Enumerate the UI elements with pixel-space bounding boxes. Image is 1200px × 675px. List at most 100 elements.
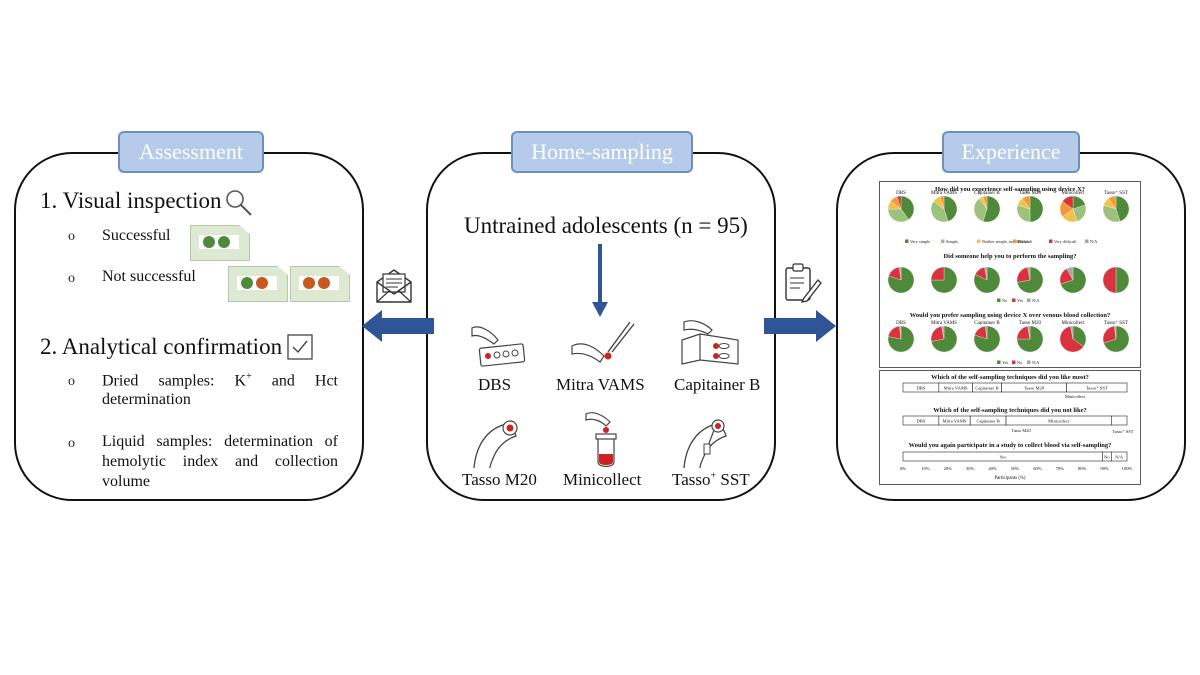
axis-tick-label: 90% bbox=[1100, 466, 1109, 471]
legend-swatch bbox=[1027, 298, 1031, 302]
dbs-card-icon bbox=[471, 326, 526, 367]
pie-slice bbox=[1027, 266, 1031, 281]
bar-label: No bbox=[1104, 454, 1110, 459]
magnifier-icon bbox=[226, 190, 252, 216]
legend-label: Neither simple, nor difficult bbox=[982, 239, 1030, 245]
pie-slice bbox=[930, 266, 945, 281]
pie-slice bbox=[1016, 204, 1031, 223]
dried-samples-text: Dried samples: K+ and Hct bbox=[102, 371, 338, 390]
pie-slice bbox=[1060, 266, 1087, 294]
axis-tick-label: 10% bbox=[921, 466, 930, 471]
legend-label: Yes bbox=[1002, 360, 1008, 365]
legend-swatch bbox=[997, 298, 1001, 302]
legend-label: Difficult bbox=[1018, 239, 1033, 244]
bar-label: Capitainer B bbox=[976, 418, 999, 423]
legend-swatch bbox=[1085, 239, 1089, 243]
percent-axis: 0%10%20%30%40%50%60%70%80%90%100%Partici… bbox=[900, 466, 1133, 481]
question-not-like: Which of the self-sampling techniques di… bbox=[933, 407, 1087, 414]
question-help: Did someone help you to perform the samp… bbox=[943, 253, 1076, 260]
device-label: Capitainer B bbox=[974, 191, 1000, 196]
device-label: DBS bbox=[896, 191, 906, 196]
pie-slice bbox=[900, 195, 915, 220]
bar-label: N/A bbox=[1115, 454, 1124, 459]
pie-slice bbox=[982, 195, 988, 210]
pie-slice bbox=[1072, 325, 1087, 347]
device-label: Tasso⁺ SST bbox=[1104, 190, 1128, 196]
bar-label: Tasso⁺ SST bbox=[1086, 385, 1108, 390]
tasso-sst-icon bbox=[683, 419, 727, 469]
pie-slice bbox=[896, 195, 902, 210]
right-arrow bbox=[764, 310, 836, 342]
assessment-panel bbox=[14, 152, 364, 501]
experience-survey-figure: How did you experience self-sampling usi… bbox=[879, 181, 1141, 485]
device-label-dbs: DBS bbox=[478, 375, 512, 394]
visual-inspection-heading: 1. Visual inspection bbox=[40, 188, 222, 213]
legend-label: Yes bbox=[1017, 298, 1023, 303]
pie-slice bbox=[930, 201, 949, 223]
bullet: o bbox=[68, 229, 75, 244]
legend-label: No bbox=[1017, 360, 1022, 365]
capitainer-icon bbox=[681, 320, 739, 365]
legend-label: N/A bbox=[1090, 239, 1097, 244]
axis-tick-label: 20% bbox=[944, 466, 953, 471]
callout-label: Minicollect bbox=[1065, 394, 1086, 399]
analytical-confirmation-heading: 2. Analytical confirmation bbox=[40, 334, 283, 359]
experience-badge: Experience bbox=[942, 131, 1080, 173]
device-label: Mitra VAMS bbox=[931, 321, 957, 326]
bar-label: Mitra VAMS bbox=[943, 418, 967, 423]
legend-swatch bbox=[1013, 239, 1017, 243]
not-successful-label: Not successful bbox=[102, 268, 196, 285]
device-label: Minicollect bbox=[1061, 191, 1085, 196]
question-participate-again: Would you again participate in a study t… bbox=[909, 442, 1112, 449]
pie-slice bbox=[1066, 266, 1074, 281]
question-experience: How did you experience self-sampling usi… bbox=[935, 186, 1085, 193]
pie-slice bbox=[887, 208, 909, 223]
failed-sample-card bbox=[290, 266, 350, 302]
bar-label: DBS bbox=[916, 418, 925, 423]
population-label: Untrained adolescents (n = 95) bbox=[464, 213, 748, 238]
legend-label: Very simple bbox=[910, 239, 930, 244]
callout-label: Tasso⁺ SST bbox=[1113, 429, 1134, 434]
assessment-badge: Assessment bbox=[118, 131, 264, 173]
bar-label: DBS bbox=[916, 385, 925, 390]
left-arrow bbox=[362, 310, 434, 342]
pie-charts: DBS Mitra VAMS Capitainer B Tasso M20 Minico… bbox=[887, 190, 1130, 353]
axis-tick-label: 30% bbox=[966, 466, 975, 471]
bar-label: Yes bbox=[999, 454, 1006, 459]
legend-label: N/A bbox=[1032, 298, 1039, 303]
legend-label: N/A bbox=[1032, 360, 1039, 365]
bar-label: Mitra VAMS bbox=[944, 385, 968, 390]
pie-slice bbox=[1102, 204, 1121, 223]
device-label-capitainer: Capitainer B bbox=[674, 375, 761, 394]
failed-sample-card bbox=[228, 266, 288, 302]
pie-slice bbox=[943, 195, 958, 222]
pie-slice bbox=[1029, 195, 1044, 223]
clipboard-pen-icon bbox=[785, 263, 822, 303]
pie-slice bbox=[985, 325, 988, 340]
bar-segment bbox=[1111, 415, 1128, 426]
pie-slice bbox=[941, 325, 945, 340]
device-label: Mitra VAMS bbox=[931, 191, 957, 196]
axis-tick-label: 100% bbox=[1122, 466, 1133, 471]
legend-swatch bbox=[977, 239, 981, 243]
liquid-samples-text-line3: volume bbox=[102, 473, 150, 490]
minicollect-icon bbox=[585, 412, 617, 468]
axis-tick-label: 80% bbox=[1078, 466, 1087, 471]
liquid-samples-text: Liquid samples: determination of bbox=[102, 433, 338, 450]
liquid-samples-text-line2: hemolytic index and collection bbox=[102, 453, 338, 470]
device-label: Tasso M20 bbox=[1019, 321, 1042, 326]
callout-label: Tasso M20 bbox=[1011, 428, 1031, 433]
device-label-tasso-m20: Tasso M20 bbox=[462, 470, 537, 489]
axis-tick-label: 50% bbox=[1011, 466, 1020, 471]
bar-label: Minicollect bbox=[1048, 418, 1070, 423]
checkbox-icon bbox=[287, 334, 313, 360]
down-arrow bbox=[592, 244, 608, 317]
bullet: o bbox=[68, 436, 75, 451]
bullet: o bbox=[68, 271, 75, 286]
successful-label: Successful bbox=[102, 227, 171, 244]
legend-label: Very difficult bbox=[1054, 239, 1077, 244]
legend-swatch bbox=[1049, 239, 1053, 243]
